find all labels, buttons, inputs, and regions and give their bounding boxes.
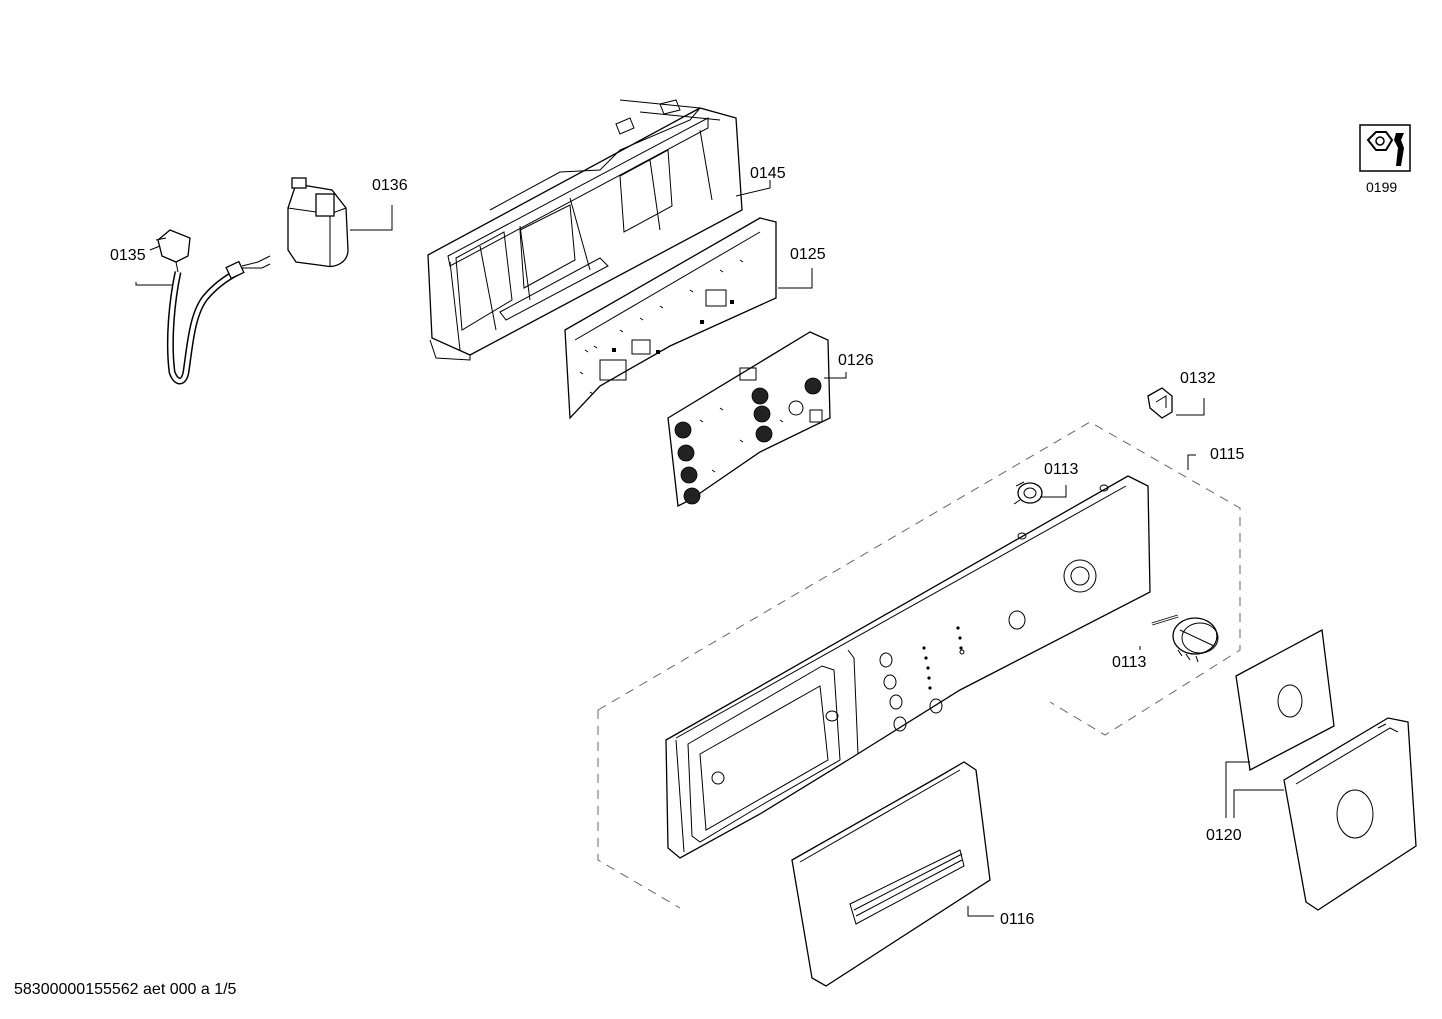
control-panel [665, 475, 1151, 859]
label-0115: 0115 [1210, 446, 1245, 463]
label-0145: 0145 [750, 165, 786, 182]
dispenser-handle [791, 761, 991, 987]
label-0116: 0116 [1000, 911, 1035, 928]
label-0113-bottom: 0113 [1112, 654, 1147, 671]
cover-plate-back [1235, 628, 1335, 771]
label-0199: 0199 [1366, 179, 1397, 195]
knob-rear [1013, 481, 1043, 505]
tool-icon [1359, 124, 1411, 172]
document-code: 58300000155562 aet 000 a 1/5 [14, 981, 237, 998]
label-0120: 0120 [1206, 827, 1242, 844]
label-0135: 0135 [110, 247, 146, 264]
display-circuit-board [667, 331, 831, 507]
interference-suppressor [287, 177, 349, 268]
cover-plate-front [1283, 717, 1417, 911]
main-circuit-board [564, 217, 777, 420]
clip [1147, 387, 1173, 419]
control-housing [427, 99, 743, 361]
power-cord [149, 229, 271, 385]
label-0126: 0126 [838, 352, 874, 369]
label-0132: 0132 [1180, 370, 1216, 387]
label-0136: 0136 [372, 177, 408, 194]
knob-front [1151, 614, 1219, 663]
label-0125: 0125 [790, 246, 826, 263]
panel-group-outline [597, 421, 1241, 909]
label-0113-top: 0113 [1044, 461, 1079, 478]
